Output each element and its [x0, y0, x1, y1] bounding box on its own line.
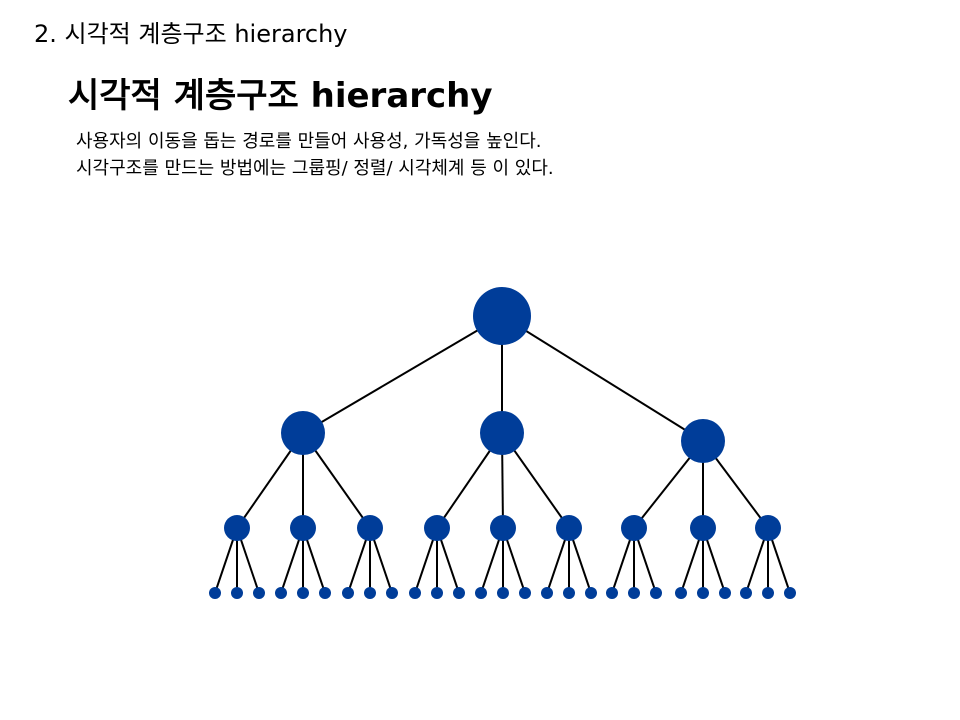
level3-node-3 [357, 515, 383, 541]
section-heading: 2. 시각적 계층구조 hierarchy [34, 20, 348, 48]
leaf-node-22 [675, 587, 687, 599]
leaf-node-17 [563, 587, 575, 599]
description-line-1: 사용자의 이동을 돕는 경로를 만들어 사용성, 가독성을 높인다. [76, 131, 542, 152]
root-node [473, 287, 531, 345]
leaf-node-8 [364, 587, 376, 599]
level3-node-2 [290, 515, 316, 541]
leaf-node-1 [209, 587, 221, 599]
leaf-node-14 [497, 587, 509, 599]
leaf-node-20 [628, 587, 640, 599]
leaf-node-19 [606, 587, 618, 599]
leaf-node-25 [740, 587, 752, 599]
leaf-node-23 [697, 587, 709, 599]
level2-node-3 [681, 419, 725, 463]
leaf-node-9 [386, 587, 398, 599]
slide-title: 시각적 계층구조 hierarchy [68, 76, 493, 116]
leaf-node-24 [719, 587, 731, 599]
description-line-2: 시각구조를 만드는 방법에는 그룹핑/ 정렬/ 시각체계 등 이 있다. [76, 158, 554, 179]
level3-node-4 [424, 515, 450, 541]
level3-node-7 [621, 515, 647, 541]
leaf-node-5 [297, 587, 309, 599]
tree-nodes [209, 287, 796, 599]
leaf-node-7 [342, 587, 354, 599]
level3-node-5 [490, 515, 516, 541]
edge-root-to-level2-1 [302, 315, 503, 434]
leaf-node-3 [253, 587, 265, 599]
level3-node-9 [755, 515, 781, 541]
leaf-node-12 [453, 587, 465, 599]
leaf-node-27 [784, 587, 796, 599]
edge-root-to-level2-3 [501, 315, 704, 442]
leaf-node-21 [650, 587, 662, 599]
level3-node-6 [556, 515, 582, 541]
leaf-node-15 [519, 587, 531, 599]
level2-node-2 [480, 411, 524, 455]
leaf-node-6 [319, 587, 331, 599]
leaf-node-16 [541, 587, 553, 599]
leaf-node-2 [231, 587, 243, 599]
level2-node-1 [281, 411, 325, 455]
leaf-node-18 [585, 587, 597, 599]
level3-node-1 [224, 515, 250, 541]
leaf-node-13 [475, 587, 487, 599]
description: 사용자의 이동을 돕는 경로를 만들어 사용성, 가독성을 높인다. 시각구조를… [76, 128, 554, 182]
leaf-node-4 [275, 587, 287, 599]
leaf-node-11 [431, 587, 443, 599]
level3-node-8 [690, 515, 716, 541]
leaf-node-26 [762, 587, 774, 599]
leaf-node-10 [409, 587, 421, 599]
